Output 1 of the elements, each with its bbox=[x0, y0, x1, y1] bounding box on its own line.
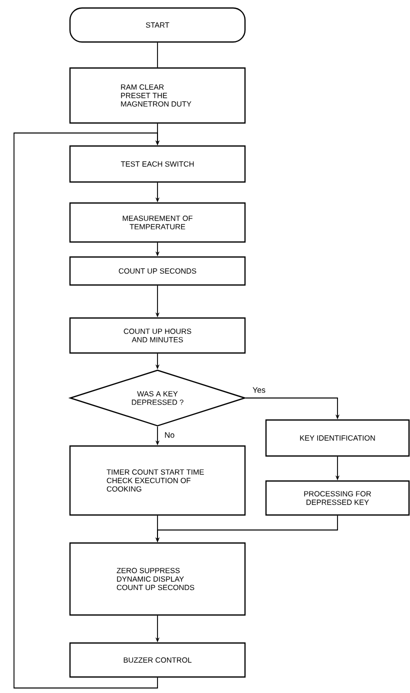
arrow bbox=[14, 132, 160, 688]
